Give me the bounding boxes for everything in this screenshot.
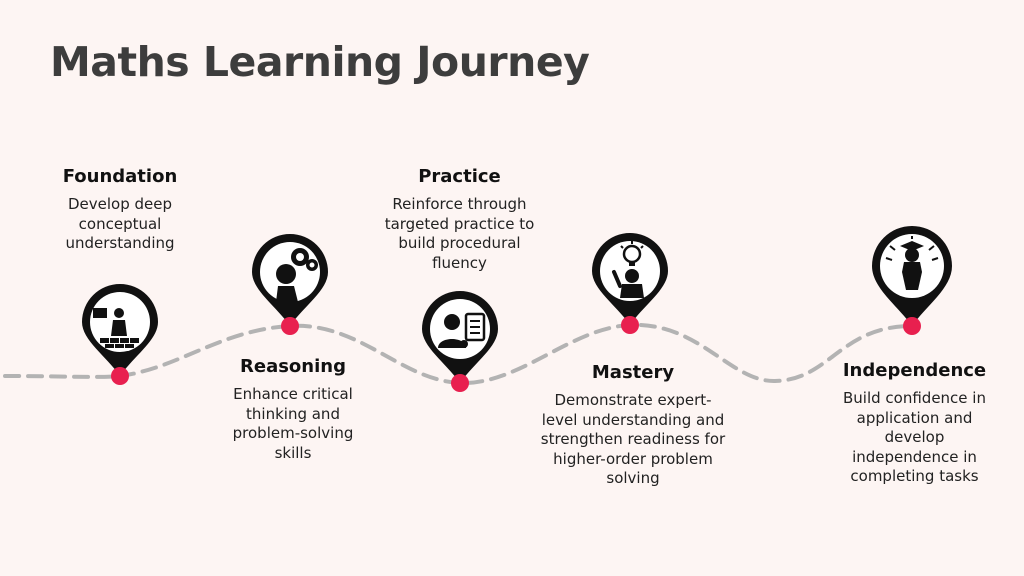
pin-foundation <box>82 283 158 385</box>
stage-mastery: Mastery Demonstrate expert-level underst… <box>538 362 728 489</box>
lightbulb-idea-icon <box>612 241 644 298</box>
stage-independence: Independence Build confidence in applica… <box>832 360 997 487</box>
stage-title: Mastery <box>591 362 675 383</box>
stage-description: Build confidence in application and deve… <box>843 389 986 485</box>
graduate-celebration-icon <box>885 236 939 290</box>
stage-title: Practice <box>418 166 501 187</box>
stage-practice: Practice Reinforce through targeted prac… <box>372 166 547 273</box>
stage-foundation: Foundation Develop deep conceptual under… <box>50 166 190 254</box>
stage-description: Demonstrate expert-level understanding a… <box>540 391 726 487</box>
pin-mastery <box>592 233 668 334</box>
checklist-student-icon <box>438 312 486 348</box>
stage-description: Reinforce through targeted practice to b… <box>384 195 535 272</box>
thinking-gears-icon <box>276 248 318 302</box>
stage-reasoning: Reasoning Enhance critical thinking and … <box>218 356 368 463</box>
stage-title: Foundation <box>62 166 178 187</box>
pin-independence <box>872 226 952 335</box>
stage-description: Develop deep conceptual understanding <box>65 195 175 252</box>
stage-description: Enhance critical thinking and problem-so… <box>232 385 354 462</box>
pin-reasoning <box>252 234 328 335</box>
page-title: Maths Learning Journey <box>50 38 590 86</box>
stage-title: Reasoning <box>240 356 346 377</box>
pin-practice <box>422 291 498 392</box>
stage-title: Independence <box>842 360 987 381</box>
builder-bricks-icon <box>93 308 139 348</box>
